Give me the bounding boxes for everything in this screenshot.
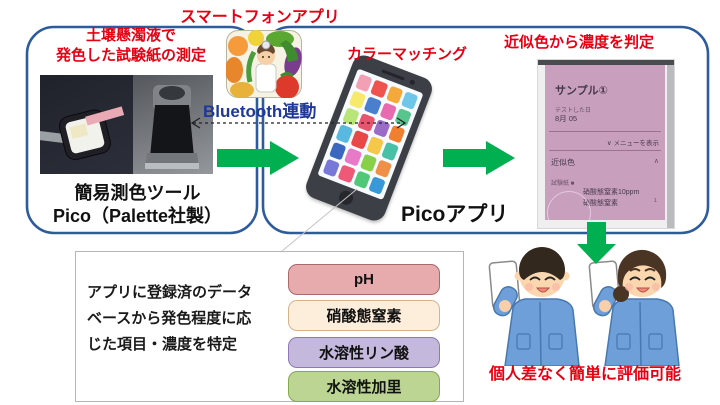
app-tile-icon [370,79,389,99]
screenshot-top-bezel [538,60,674,65]
app-tile-icon [365,136,384,156]
color-matching-label: カラーマッチング [347,46,468,63]
parameter-pill-potassium: 水溶性加里 [288,371,440,402]
left-panel-outline [25,25,259,235]
photo-test-strip-device [40,75,133,174]
date-value: 8月 05 [555,114,578,123]
app-tile-icon [335,124,354,144]
smartphone-app-label: スマートフォンアプリ [180,9,340,26]
app-tile-icon [372,119,391,139]
parameter-pill-phosphate: 水溶性リン酸 [288,337,440,368]
app-tile-icon [329,141,347,161]
evaluation-caption: 個人差なく簡単に評価可能 [488,366,681,383]
similar-color-section-label: 近似色 [551,158,575,167]
app-tile-icon [374,158,393,178]
judge-label: 近似色から濃度を判定 [504,34,655,51]
description-line-1: アプリに登録済のデータ [87,284,253,301]
description-line-2: ベースから発色程度に応 [87,310,252,327]
app-tile-icon [337,164,356,184]
app-tile-icon [387,125,406,144]
test-strip [85,106,125,126]
tool-name-label: 簡易測色ツール Pico（Palette社製） [40,182,235,228]
pico-app-label: Picoアプリ [401,203,509,226]
database-info-box: アプリに登録済のデータ ベースから発色程度に応 じた項目・濃度を特定 pH 硝酸… [75,251,464,402]
app-tile-icon [368,175,386,195]
left-panel-caption: 土壌懸濁液で 発色した試験紙の測定 [28,26,234,66]
parameter-pill-ph: pH [288,264,440,295]
device-body [150,105,194,157]
photo-colorimeter [133,75,213,174]
left-caption-line-2: 発色した試験紙の測定 [55,47,206,64]
pico-app-screenshot: サンプル① テストした日 8月 05 ∨ メニューを表示 近似色 ∧ 試験紙 ■… [538,60,674,228]
app-tile-icon [385,85,404,105]
app-tile-icon [342,107,360,127]
screenshot-right-bezel [667,65,674,228]
app-tile-icon [363,96,382,116]
app-tile-icon [352,170,371,190]
bluetooth-label: Bluetooth連動 [203,102,317,121]
sample-title: サンプル① [555,85,608,97]
app-tile-icon [381,142,399,161]
app-tile-icon [400,91,419,111]
app-tile-icon [355,73,373,93]
man-with-phone-illustration [488,247,580,366]
app-tile-icon [359,153,378,173]
app-tile-icon [348,90,367,110]
divider [549,131,661,132]
sample-caption: 試験紙 ■ [551,181,575,187]
tool-name-line-2: Pico（Palette社製） [52,206,223,226]
woman-with-phone-illustration [588,249,680,366]
show-menu-item: ∨ メニューを表示 [606,140,659,147]
tool-name-line-1: 簡易測色ツール [74,183,201,203]
app-tile-icon [378,102,397,122]
pico-app-icon [226,30,302,98]
phone-home-button [337,188,356,207]
right-panel-outline [261,25,710,235]
result-mark: 1 [653,198,657,204]
app-tile-icon [344,147,362,167]
chevron-up-icon: ∧ [653,158,659,165]
divider [549,150,661,151]
app-tile-icon [394,108,412,127]
description-line-3: じた項目・濃度を特定 [87,336,238,353]
app-tile-icon [357,113,376,133]
parameter-pill-nitrate: 硝酸態窒素 [288,300,440,331]
left-caption-line-1: 土壌懸濁液で [85,27,176,44]
app-tile-icon [350,130,369,150]
result-line-2: 硝酸態窒素 [583,200,618,207]
result-line-1: 硝酸態窒素10ppm [583,189,640,196]
date-caption: テストした日 [555,108,592,114]
app-screen: サンプル① テストした日 8月 05 ∨ メニューを表示 近似色 ∧ 試験紙 ■… [545,65,665,220]
app-tile-icon [322,158,341,178]
phone-camera-icon [409,79,416,86]
database-description: アプリに登録済のデータ ベースから発色程度に応 じた項目・濃度を特定 [87,280,297,358]
